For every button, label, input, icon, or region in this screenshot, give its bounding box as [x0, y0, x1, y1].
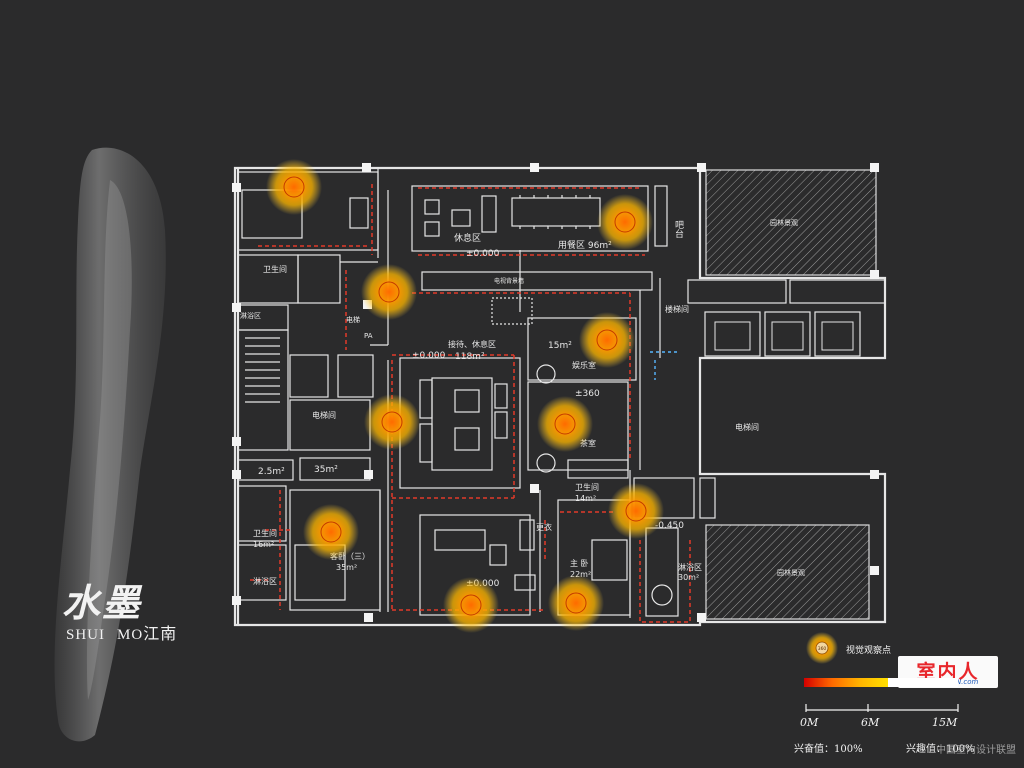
logo-text: 室内人	[916, 661, 980, 683]
level-4: -0.450	[655, 521, 684, 531]
viewpoint-glow	[266, 159, 322, 215]
viewpoint-ring	[554, 413, 576, 435]
viewpoint-ring	[460, 594, 482, 616]
brand-title-en: SHUI MO江南	[66, 620, 177, 644]
ink-brush-stroke	[54, 147, 166, 742]
label-garden-top: 园林景观	[770, 218, 798, 227]
viewpoint-ring	[625, 500, 647, 522]
level-3: ±360	[575, 389, 600, 399]
label-cloak: 更衣	[536, 522, 552, 532]
viewpoint-ring	[565, 592, 587, 614]
viewpoint-glow	[537, 396, 593, 452]
label-elev-a: 电梯	[346, 315, 360, 324]
viewpoint-ring	[283, 176, 305, 198]
viewpoint-1	[266, 159, 322, 215]
label-master-room-area: 22m²	[570, 570, 591, 579]
scale-tick-0: 0M	[800, 716, 819, 729]
viewpoint-glow	[597, 194, 653, 250]
viewpoint-4	[579, 312, 635, 368]
viewpoint-10	[548, 575, 604, 631]
viewpoint-2	[597, 194, 653, 250]
level-1: ±0.000	[466, 249, 500, 259]
label-reception-area: 118m²	[455, 352, 485, 362]
label-small-2: 35m²	[314, 465, 338, 475]
label-elevator-hall: 电梯间	[735, 422, 759, 432]
viewpoint-3	[361, 264, 417, 320]
viewpoint-ring	[381, 411, 403, 433]
label-garden-bottom: 园林景观	[777, 568, 805, 577]
label-rest: 休息区	[454, 232, 481, 244]
label-bath-1: 淋浴区	[240, 311, 261, 320]
viewpoint-glow	[579, 312, 635, 368]
label-guest-room-area: 35m²	[336, 563, 357, 572]
plan-lines	[233, 166, 887, 627]
label-toilet-2: 卫生间	[253, 528, 277, 538]
label-bath-3: 淋浴区	[678, 562, 702, 572]
circulation-route	[250, 184, 691, 623]
viewpoint-glow	[548, 575, 604, 631]
viewpoint-7	[608, 483, 664, 539]
level-2: ±0.000	[412, 351, 446, 361]
legend-viewpoint-label: 视觉观察点	[846, 646, 892, 656]
scale-ruler	[805, 704, 959, 712]
label-bath-2: 淋浴区	[253, 576, 277, 586]
legend-marker-text: 360	[818, 646, 827, 652]
viewpoint-6	[537, 396, 593, 452]
heat-scale-bar	[804, 678, 888, 687]
brand-en-suffix: 江南	[143, 624, 178, 643]
label-dining: 用餐区 96m²	[558, 239, 612, 251]
label-tv-wall: 电视背景墙	[494, 277, 524, 285]
label-passage: 楼梯间	[665, 304, 689, 314]
viewpoint-markers	[266, 159, 664, 633]
brand-en-1: SHUI	[66, 627, 106, 643]
viewpoint-5	[364, 394, 420, 450]
label-toilet-2-area: 16m²	[253, 540, 274, 549]
brand-en-2: MO	[117, 627, 144, 643]
interest-value: 兴趣值：100%	[906, 744, 975, 755]
label-ktv: 娱乐室	[572, 360, 596, 370]
label-guest-room: 客卧（三）	[330, 551, 370, 561]
label-bar: 吧台	[673, 220, 684, 239]
viewpoint-glow	[608, 483, 664, 539]
label-toilet-3-area: 14m²	[575, 494, 596, 503]
viewpoint-9	[443, 577, 499, 633]
viewpoint-glow	[303, 504, 359, 560]
label-toilet-3: 卫生间	[575, 482, 599, 492]
scale-tick-15: 15M	[932, 716, 958, 729]
label-pa: PA	[364, 332, 373, 340]
label-ktv-area: 15m²	[548, 341, 572, 351]
label-reception: 接待、休息区	[448, 339, 496, 349]
label-bath-3-area: 30m²	[678, 573, 699, 582]
viewpoint-glow	[364, 394, 420, 450]
viewpoint-ring	[320, 521, 342, 543]
viewpoint-glow	[361, 264, 417, 320]
brand-title-cn: 水墨	[62, 580, 143, 625]
label-tea: 茶室	[580, 438, 596, 448]
viewpoint-glow	[443, 577, 499, 633]
legend-viewpoint-marker: 360	[806, 632, 838, 664]
label-elevator-room: 电梯间	[312, 410, 336, 420]
label-toilet-1: 卫生间	[263, 264, 287, 274]
viewpoint-ring	[378, 281, 400, 303]
scale-tick-6: 6M	[861, 716, 880, 729]
viewpoint-8	[303, 504, 359, 560]
heat-scale-bar-white	[888, 678, 958, 687]
label-small-1: 2.5m²	[258, 467, 285, 477]
viewpoint-ring	[596, 329, 618, 351]
viewpoint-ring	[614, 211, 636, 233]
excite-value: 兴奋值：100%	[794, 744, 863, 755]
label-master-room: 主 卧	[570, 558, 589, 568]
watermark: 中国室内设计联盟	[936, 745, 1016, 756]
